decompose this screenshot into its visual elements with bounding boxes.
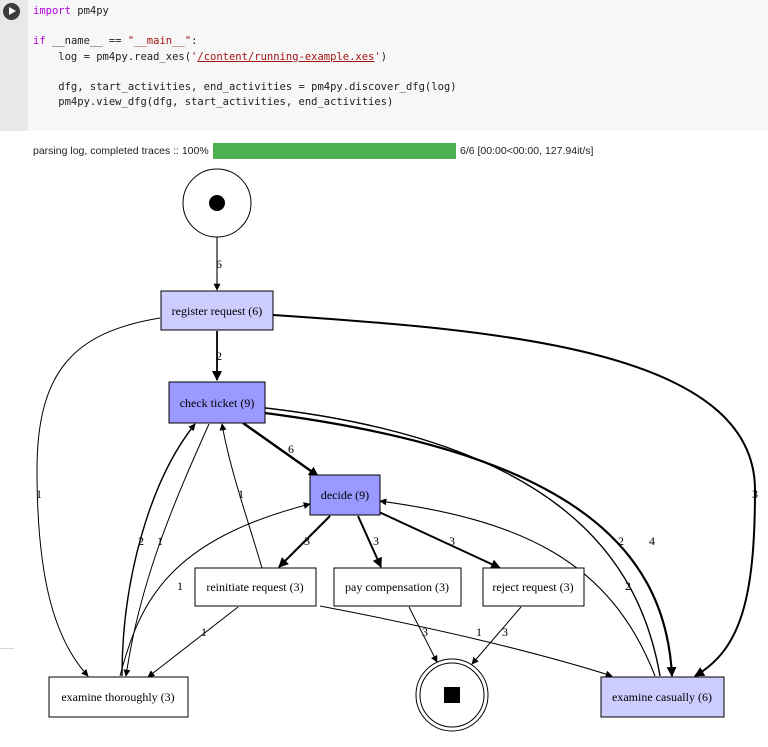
code-line: log = pm4py.read_xes('/content/running-e…: [33, 50, 388, 63]
activity-examine-thoroughly[interactable]: examine thoroughly (3): [48, 676, 189, 718]
cell-gutter: [0, 0, 28, 131]
run-cell-button[interactable]: [3, 3, 20, 20]
edge-casually-decide: [379, 498, 656, 677]
code-line: if __name__ == "__main__":: [33, 35, 198, 48]
activity-examine-casually[interactable]: examine casually (6): [600, 676, 725, 718]
activity-label: check ticket (9): [180, 396, 255, 410]
edge-label: 3: [373, 534, 379, 548]
code-cell[interactable]: import pm4py if __name__ == "__main__": …: [0, 0, 768, 131]
activity-register-request[interactable]: register request (6): [160, 290, 274, 331]
edge-decide-reject: [378, 511, 501, 569]
activity-label: decide (9): [321, 488, 369, 502]
edge-reinit-thoroughly: [147, 606, 239, 678]
edge-label: 1: [476, 625, 482, 639]
activity-label: examine thoroughly (3): [61, 690, 174, 704]
code-line: dfg, start_activities, end_activities = …: [33, 81, 457, 94]
progress-label: parsing log, completed traces :: 100%: [33, 145, 209, 157]
code-line: import pm4py: [33, 5, 109, 17]
edge-label: 1: [36, 487, 42, 501]
activity-check-ticket[interactable]: check ticket (9): [168, 381, 266, 424]
progress-bar-fill: [213, 143, 456, 159]
edge-label: 2: [216, 349, 222, 363]
activity-label: pay compensation (3): [345, 580, 449, 594]
edge-label: 3: [752, 487, 758, 501]
edge-casually-check: [256, 404, 661, 677]
edge-label: 4: [649, 534, 655, 548]
edge-register-casually: [272, 314, 757, 677]
edge-label: 6: [216, 257, 222, 271]
edge-check-thoroughly: [123, 423, 210, 677]
edge-label: 1: [238, 487, 244, 501]
end-square-icon: [444, 687, 460, 703]
activity-label: register request (6): [172, 304, 263, 318]
edge-label: 3: [304, 534, 310, 548]
edge-label: 1: [157, 534, 163, 548]
activity-reject-request[interactable]: reject request (3): [482, 567, 585, 607]
progress-stats: 6/6 [00:00<00:00, 127.94it/s]: [460, 145, 594, 157]
edge-label: 2: [618, 534, 624, 548]
edge-reject-end: [471, 606, 522, 665]
edge-label: 6: [288, 442, 294, 456]
activity-label: examine casually (6): [612, 690, 712, 704]
progress-bar: [213, 143, 456, 159]
edge-register-thoroughly: [36, 317, 161, 677]
code-line: pm4py.view_dfg(dfg, start_activities, en…: [33, 96, 394, 109]
edge-decide-reinit: [278, 515, 331, 568]
activity-decide[interactable]: decide (9): [309, 474, 381, 516]
activity-label: reinitiate request (3): [206, 580, 303, 594]
edge-label: 2: [138, 534, 144, 548]
edge-pay-end: [408, 606, 438, 663]
edge-reinit-check: [219, 423, 263, 569]
edge-check-casually: [256, 410, 677, 677]
end-node[interactable]: [415, 658, 489, 732]
activity-pay-compensation[interactable]: pay compensation (3): [333, 567, 462, 607]
edge-label: 3: [422, 625, 428, 639]
activity-reinitiate-request[interactable]: reinitiate request (3): [194, 567, 317, 607]
edge-label: 1: [177, 579, 183, 593]
edge-check-decide: [242, 422, 319, 477]
edge-reinit-casually: [319, 605, 613, 678]
edge-label: 3: [502, 625, 508, 639]
start-dot-icon: [209, 195, 225, 211]
edge-label: 3: [449, 534, 455, 548]
code-editor[interactable]: import pm4py if __name__ == "__main__": …: [33, 4, 457, 110]
edge-thoroughly-check: [121, 423, 196, 677]
edge-label: 2: [625, 579, 631, 593]
edge-label: 1: [201, 625, 207, 639]
start-node[interactable]: [182, 168, 252, 238]
divider: [0, 648, 14, 649]
edge-decide-pay: [357, 515, 382, 568]
file-path-link[interactable]: /content/running-example.xes: [197, 50, 375, 63]
activity-label: reject request (3): [492, 580, 573, 594]
edge-thoroughly-decide: [119, 502, 311, 677]
